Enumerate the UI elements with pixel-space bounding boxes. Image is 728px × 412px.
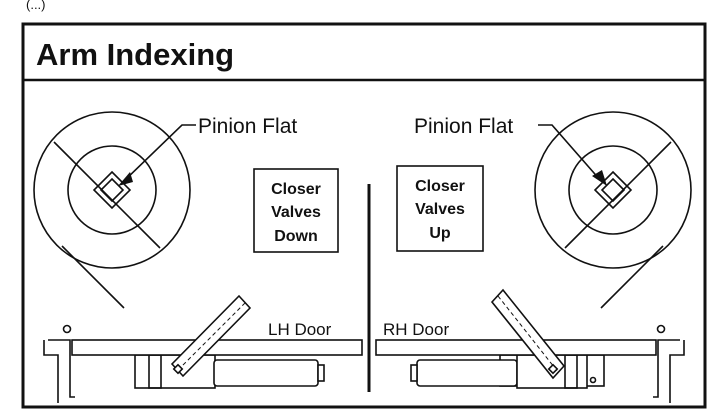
left-inner-circle <box>67 145 157 235</box>
right-arm-edge-lower <box>600 245 664 309</box>
right-door-assembly <box>375 288 685 403</box>
right-leader-arrow <box>592 170 607 186</box>
left-jamb-inner <box>48 339 75 398</box>
left-valves-line-1: Closer <box>271 181 321 198</box>
right-pinion-square-inner <box>600 177 626 203</box>
left-arm-edge-lower <box>61 245 125 309</box>
right-outer-circle <box>534 111 692 269</box>
right-pinion-square-outer <box>593 170 633 210</box>
left-hinge-pin <box>62 324 72 334</box>
right-door-slab <box>375 339 657 356</box>
right-pinion-detail <box>534 111 692 309</box>
diagram-title: Arm Indexing <box>36 37 234 72</box>
right-arm-centerline <box>497 295 559 373</box>
right-jamb-outer <box>669 340 685 403</box>
left-valves-line-3: Down <box>274 228 318 245</box>
right-leader-line <box>538 124 602 182</box>
right-jamb-inner <box>653 339 680 398</box>
right-valves-line-3: Up <box>429 225 451 242</box>
right-door-label: RH Door <box>383 320 449 339</box>
header-fragment: (...) <box>26 0 46 12</box>
right-valves-line-1: Closer <box>415 178 465 195</box>
left-door-label: LH Door <box>268 320 332 339</box>
right-valves-box <box>396 165 484 252</box>
left-arm-pivot <box>172 363 184 375</box>
left-jamb-outer <box>43 340 59 403</box>
left-leader-arrow <box>118 172 133 186</box>
right-arm-pivot <box>547 363 559 375</box>
right-closer-nut <box>410 364 418 382</box>
left-closer-cylinder <box>213 359 319 387</box>
right-closer-arm <box>490 288 566 380</box>
right-closer-cylinder <box>416 359 518 387</box>
left-valves-line-2: Valves <box>271 204 321 221</box>
left-leader-line <box>123 124 196 182</box>
left-valves-box <box>253 168 339 253</box>
left-outer-circle <box>33 111 191 269</box>
right-hinge-pin <box>656 324 666 334</box>
right-valves-line-2: Valves <box>415 201 465 218</box>
left-pinion-square-inner <box>99 177 125 203</box>
right-inner-circle <box>568 145 658 235</box>
right-pinion-label: Pinion Flat <box>414 115 513 138</box>
left-closer-nut <box>317 364 325 382</box>
left-arm-centerline <box>177 301 247 371</box>
left-door-assembly <box>43 294 363 403</box>
left-pinion-label: Pinion Flat <box>198 115 297 138</box>
right-plate-screw-4 <box>589 376 597 384</box>
